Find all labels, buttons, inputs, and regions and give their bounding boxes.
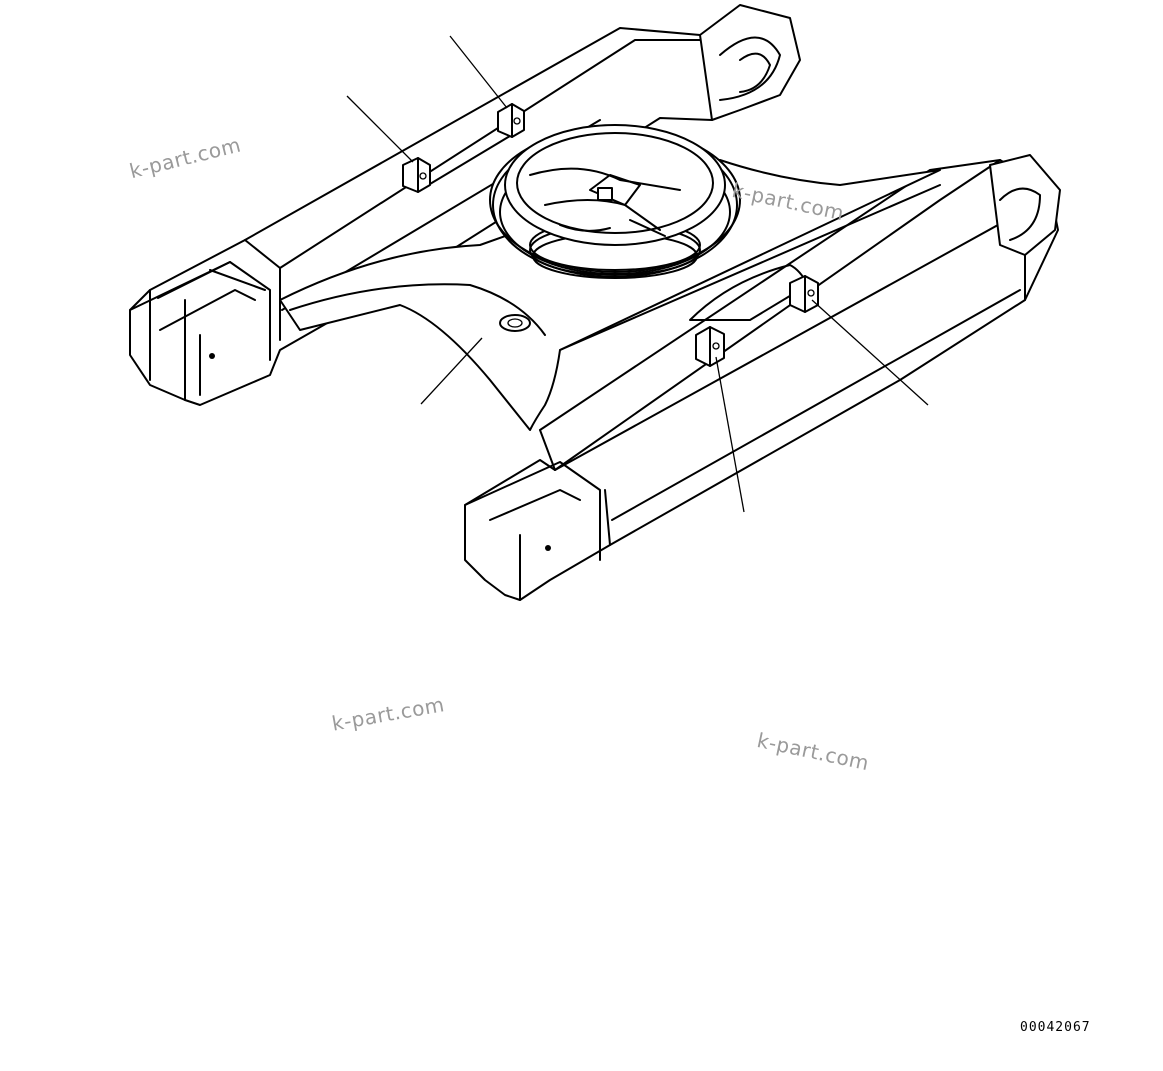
callout-leaders [346, 35, 929, 513]
guard-bracket-2 [497, 103, 525, 138]
leader-line-2 [449, 35, 508, 109]
guard-bracket-3 [695, 326, 725, 367]
guard-bracket-1 [402, 157, 431, 193]
leader-line-1 [346, 95, 414, 163]
swing-circle-ring [489, 124, 741, 279]
center-frame [279, 159, 941, 431]
leader-line-5 [811, 299, 929, 406]
leader-line-4 [715, 356, 745, 513]
figure-number: 00042067 [1020, 1020, 1091, 1035]
leader-line-3 [420, 337, 483, 405]
right-side-frame [464, 154, 1061, 601]
guard-bracket-4 [789, 275, 819, 313]
